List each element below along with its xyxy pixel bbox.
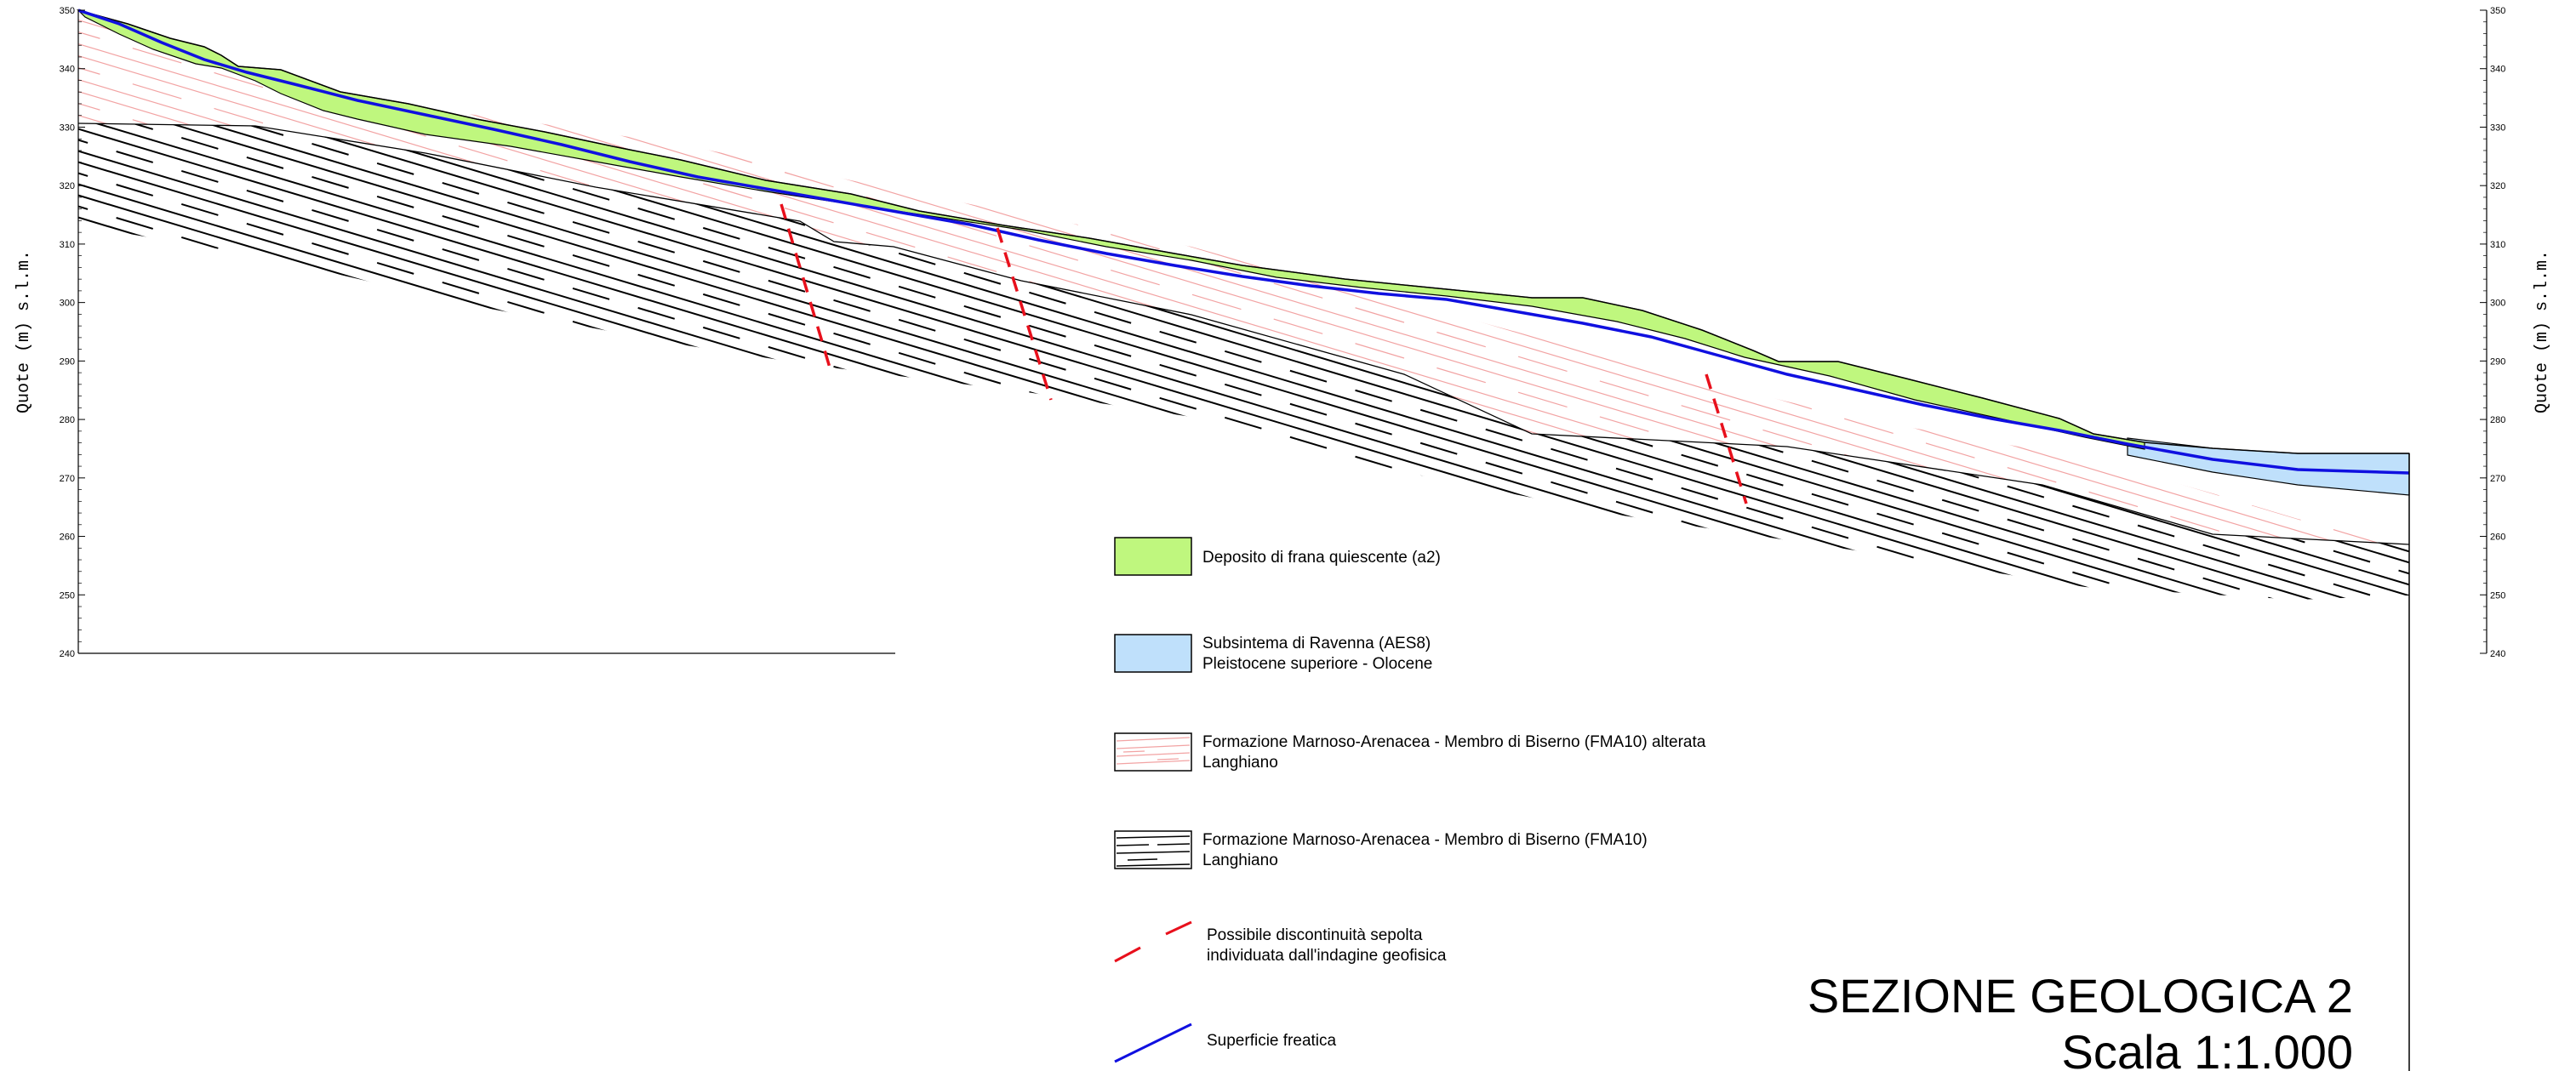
left-axis: 350 340 330 320 310 300 290 280 270 260 250 240: [60, 6, 895, 659]
right-tick-label: 270: [2490, 474, 2505, 484]
right-tick-label: 320: [2490, 181, 2505, 191]
legend-label-altered-2: Langhiano: [1202, 754, 1278, 772]
altered-bedrock: [78, 10, 2409, 544]
right-tick-label: 240: [2490, 649, 2505, 659]
left-tick-label: 350: [60, 6, 75, 16]
legend-swatch-fresh: [1114, 830, 1192, 869]
left-tick-label: 290: [60, 356, 75, 367]
left-tick-label: 340: [60, 65, 75, 75]
ground-surface: [77, 9, 2409, 454]
fault-3: [1705, 373, 1748, 504]
legend-label-alluvium-2: Pleistocene superiore - Olocene: [1202, 655, 1432, 673]
legend-label-fresh-1: Formazione Marnoso-Arenacea - Membro di …: [1202, 831, 1648, 849]
water-table-line: [77, 9, 2410, 475]
right-tick-label: 290: [2490, 356, 2505, 367]
section-title: SEZIONE GEOLOGICA 2: [1808, 969, 2353, 1023]
legend-swatch-altered: [1114, 732, 1192, 772]
right-tick-label: 260: [2490, 533, 2505, 543]
left-axis-title: Quote (m) s.l.m.: [14, 250, 34, 413]
right-tick-label: 350: [2490, 6, 2505, 16]
right-axis-title: Quote (m) s.l.m.: [2533, 250, 2552, 413]
left-tick-label: 330: [60, 122, 75, 133]
bedrock-contact: [77, 122, 2410, 545]
legend-swatch-fault: [1114, 920, 1192, 963]
legend-label-alluvium-1: Subsintema di Ravenna (AES8): [1202, 635, 1431, 652]
right-tick-label: 330: [2490, 122, 2505, 133]
legend-swatch-water-table: [1114, 1023, 1192, 1063]
left-tick-label: 250: [60, 590, 75, 601]
left-tick-label: 280: [60, 415, 75, 425]
left-tick-label: 240: [60, 649, 75, 659]
legend-label-fault-2: individuata dall'indagine geofisica: [1207, 947, 1447, 965]
left-tick-label: 310: [60, 240, 75, 250]
faults: [780, 203, 1748, 504]
legend: Deposito di frana quiescente (a2) Subsin…: [1114, 537, 1706, 1063]
legend-label-landslide: Deposito di frana quiescente (a2): [1202, 549, 1441, 567]
right-tick-label: 250: [2490, 590, 2505, 601]
right-axis: 350 340 330 320 310 300 290 280 270 260 250 240: [2480, 6, 2505, 659]
fault-2: [996, 227, 1053, 401]
legend-swatch-landslide: [1114, 537, 1192, 576]
legend-swatch-alluvium: [1114, 634, 1192, 673]
legend-label-altered-1: Formazione Marnoso-Arenacea - Membro di …: [1202, 733, 1706, 751]
legend-label-fault-1: Possibile discontinuità sepolta: [1207, 926, 1423, 944]
legend-label-water-table: Superficie freatica: [1207, 1032, 1337, 1050]
right-tick-label: 300: [2490, 299, 2505, 309]
left-tick-label: 320: [60, 181, 75, 191]
fault-1: [780, 203, 831, 368]
left-tick-label: 300: [60, 299, 75, 309]
right-tick-label: 280: [2490, 415, 2505, 425]
right-tick-label: 340: [2490, 65, 2505, 75]
legend-label-fresh-2: Langhiano: [1202, 852, 1278, 869]
left-tick-label: 270: [60, 474, 75, 484]
left-tick-label: 260: [60, 533, 75, 543]
section-scale: Scala 1:1.000: [2062, 1025, 2353, 1071]
right-tick-label: 310: [2490, 240, 2505, 250]
